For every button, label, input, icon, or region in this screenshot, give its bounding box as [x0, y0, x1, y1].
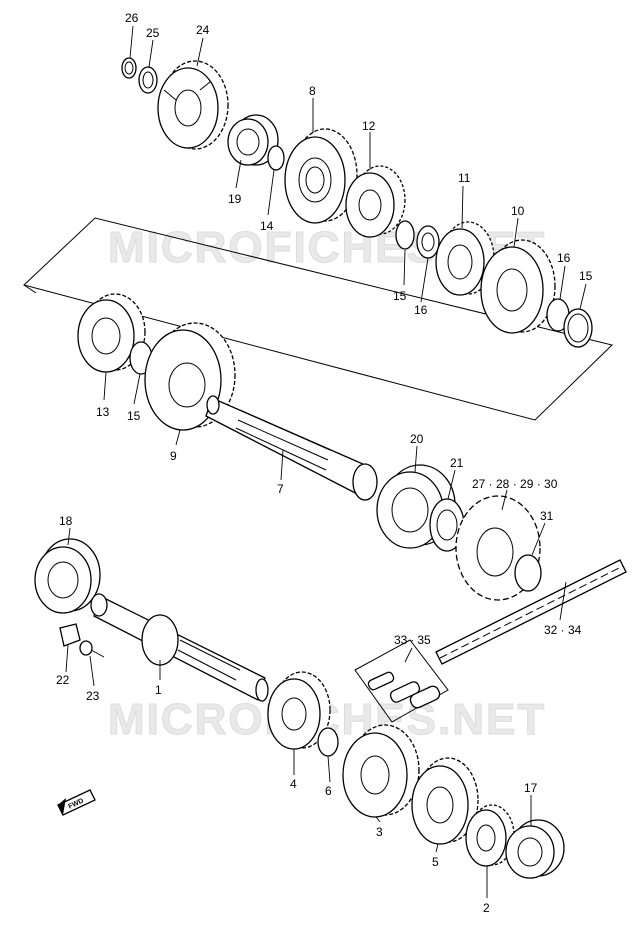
circlip-6: [317, 727, 339, 757]
gear-10: [480, 239, 556, 334]
washer-25: [138, 66, 158, 94]
callout-14: 14: [260, 219, 274, 233]
callout-31: 31: [540, 509, 554, 523]
callout-12: 12: [362, 119, 376, 133]
circlip-15: [563, 308, 593, 348]
callout-15: 15: [127, 409, 141, 423]
callout-22: 22: [56, 673, 70, 687]
callout-11: 11: [458, 171, 471, 185]
bearing-17: [505, 819, 565, 879]
callout-17: 17: [524, 781, 538, 795]
gear-24: [157, 60, 229, 150]
callout-16: 16: [557, 251, 571, 265]
callout-6: 6: [325, 784, 332, 798]
callout-13: 13: [96, 405, 110, 419]
circlip-15: [395, 220, 415, 250]
bearing-19: [227, 114, 279, 166]
gear-2: [465, 804, 515, 867]
gear-5: [411, 757, 479, 845]
driveshaft-1: [90, 593, 269, 702]
drive-chain: [435, 559, 627, 665]
circlip-31: [514, 554, 542, 592]
callout-24: 24: [196, 23, 210, 37]
callout-15: 15: [393, 289, 407, 303]
callout-5: 5: [432, 855, 439, 869]
gear-13: [77, 293, 146, 373]
circlip-26: [121, 57, 137, 79]
callout-10: 10: [511, 204, 525, 218]
callout-8: 8: [309, 84, 316, 98]
callout-9: 9: [170, 449, 177, 463]
callout-2: 2: [483, 901, 490, 915]
callout-23: 23: [86, 689, 100, 703]
callout-labels: 26 25 24 8 12 19 14 11 10 16 15 15 16 13…: [56, 11, 593, 915]
countershaft-group-frame: [23, 217, 613, 421]
countershaft-7: [205, 395, 378, 501]
retainer-22: [59, 623, 81, 647]
callout-25: 25: [146, 26, 160, 40]
washer-16: [416, 225, 440, 259]
forward-arrow-icon: FWD: [57, 789, 96, 816]
callout-19: 19: [228, 192, 242, 206]
gear-3: [342, 724, 420, 818]
washer-14: [267, 145, 285, 171]
callout-27-28-29-30: 27 · 28 · 29 · 30: [472, 477, 558, 491]
screw-23: [79, 640, 105, 658]
callout-3: 3: [376, 825, 383, 839]
callout-20: 20: [410, 432, 424, 446]
callout-16: 16: [414, 303, 428, 317]
callout-15: 15: [579, 269, 593, 283]
gear-11: [435, 221, 495, 296]
callout-4: 4: [290, 777, 297, 791]
callout-33-35: 33 ∙ 35: [394, 633, 431, 647]
callout-21: 21: [450, 456, 464, 470]
gear-4: [267, 671, 331, 750]
gear-12: [345, 165, 406, 238]
chain-joint-kit: [354, 639, 449, 723]
callout-7: 7: [277, 482, 284, 496]
leader-lines: [65, 25, 587, 898]
callout-1: 1: [155, 683, 162, 697]
callout-18: 18: [59, 514, 73, 528]
gear-8: [284, 128, 358, 224]
bearing-18: [34, 538, 101, 614]
callout-26: 26: [125, 11, 139, 25]
callout-32-34: 32 · 34: [544, 623, 582, 637]
